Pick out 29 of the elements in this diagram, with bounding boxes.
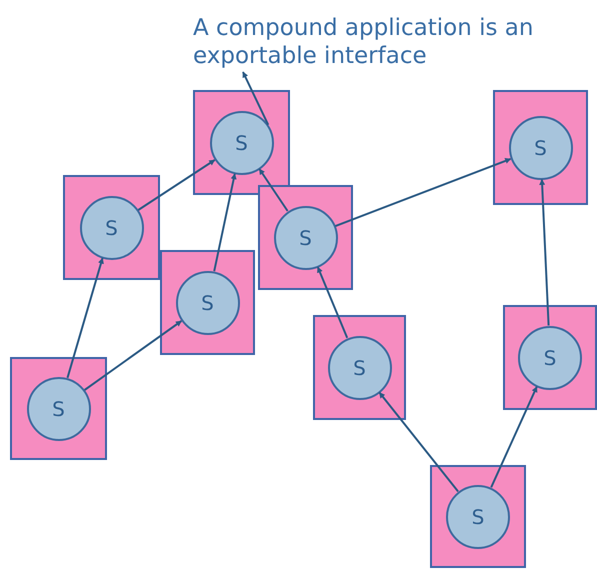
arrow: [258, 168, 288, 212]
service-circle: S: [274, 206, 338, 270]
arrow: [242, 71, 270, 126]
service-box: [313, 315, 406, 420]
service-circle: S: [210, 110, 274, 174]
arrow: [378, 392, 459, 492]
arrow: [138, 159, 216, 211]
service-circle: S: [80, 196, 144, 260]
service-box: [160, 250, 255, 355]
service-box: [63, 175, 160, 280]
service-circle: S: [176, 270, 240, 334]
arrow: [316, 266, 348, 338]
service-box: [503, 305, 597, 410]
arrow: [539, 178, 550, 326]
service-circle: S: [518, 326, 582, 390]
service-box: [193, 90, 290, 195]
title-text: A compound application is an exportable interface: [193, 14, 593, 70]
service-box: [430, 465, 526, 568]
service-circle: S: [26, 376, 90, 440]
service-circle: S: [446, 484, 510, 548]
service-box: [493, 90, 588, 205]
service-circle: S: [328, 336, 392, 400]
service-box: [10, 357, 107, 460]
service-circle: S: [508, 116, 572, 180]
arrow: [490, 386, 538, 488]
arrow: [66, 258, 104, 378]
service-box: [258, 185, 353, 290]
arrow: [84, 320, 182, 391]
arrow: [213, 173, 237, 272]
